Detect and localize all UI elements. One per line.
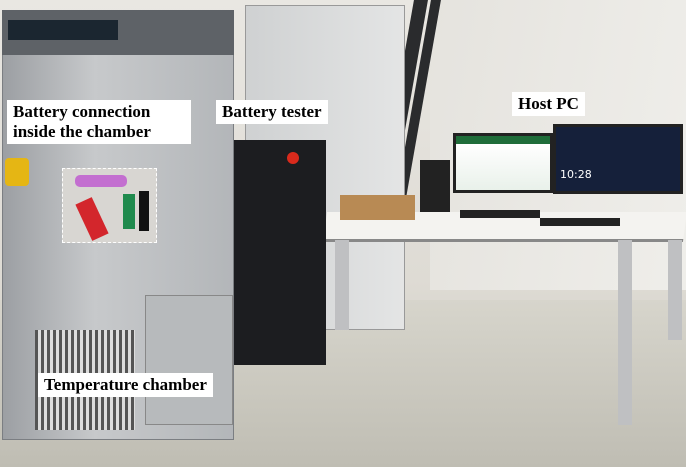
- chamber-lower-door: [145, 295, 233, 425]
- black-clip: [139, 191, 149, 231]
- chamber-handle: [5, 158, 29, 186]
- green-clip: [123, 194, 135, 229]
- desk-leg: [668, 240, 682, 340]
- desk-leg: [335, 240, 349, 330]
- keyboard: [540, 218, 620, 226]
- keyboard: [460, 210, 540, 218]
- chamber-display: [8, 20, 118, 40]
- label-battery-connection: Battery connection inside the chamber: [7, 100, 191, 144]
- red-clip: [75, 197, 109, 241]
- label-battery-tester: Battery tester: [216, 100, 328, 124]
- label-host-pc: Host PC: [512, 92, 585, 116]
- battery-connection-inset: [62, 168, 157, 243]
- monitor-right: 10:28: [553, 124, 683, 194]
- battery-cell: [75, 175, 127, 187]
- monitor-left: [453, 133, 553, 193]
- pc-tower: [420, 160, 450, 212]
- label-temperature-chamber: Temperature chamber: [38, 373, 213, 397]
- screen-time: 10:28: [560, 168, 592, 181]
- desk-leg: [618, 240, 632, 425]
- battery-tester: [218, 140, 326, 365]
- boxes: [340, 195, 415, 220]
- emergency-stop-button: [287, 152, 299, 164]
